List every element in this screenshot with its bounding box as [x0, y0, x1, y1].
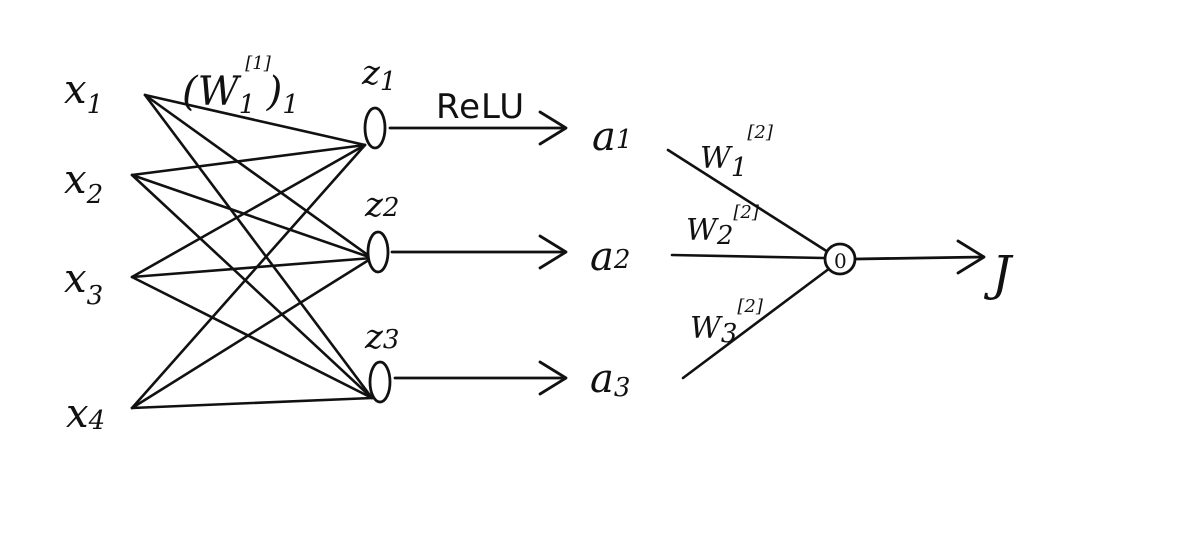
edge-x3-z2	[130, 256, 374, 279]
activation-label-a2: a2	[590, 234, 630, 280]
hidden-node-z2	[366, 230, 390, 274]
weight-label-w2-layer2: W2[2]	[686, 202, 760, 251]
edge-x2-z3	[130, 173, 374, 400]
edge-x3-z1	[130, 143, 367, 279]
edge-x1-z2	[143, 93, 374, 260]
input-labels: x1 x2 x3 x4	[64, 67, 105, 437]
output-node-label: 0	[834, 249, 847, 273]
weight-label-w3-layer2: W3[2]	[690, 296, 764, 349]
edge-x2-z2	[130, 173, 374, 260]
output-label-j: J	[983, 246, 1014, 302]
activation-labels: a1 a2 a3	[590, 114, 632, 403]
weight-label-w1-layer1: (W1[1])1	[182, 53, 299, 120]
weight-label-w1-layer2: W1[2]	[700, 122, 774, 183]
activation-arrows	[388, 110, 568, 396]
output-node: 0	[823, 242, 857, 276]
activation-label-a3: a3	[590, 356, 630, 403]
arrow-z2-a2	[390, 234, 568, 270]
edge-a2-output	[670, 253, 826, 260]
edge-x4-z3	[130, 396, 374, 410]
hidden-node-z3	[368, 360, 392, 404]
edge-x4-z2	[130, 256, 374, 410]
input-label-x2: x2	[64, 157, 103, 210]
input-label-x1: x1	[64, 67, 103, 120]
edge-x1-z1	[143, 93, 367, 147]
arrow-z1-a1	[388, 110, 568, 146]
activation-label-a1: a1	[592, 114, 632, 160]
edge-x3-z3	[130, 275, 374, 400]
arrow-output-j	[854, 239, 986, 275]
edge-a1-output	[666, 148, 830, 254]
hidden-label-z3: z3	[364, 317, 399, 357]
input-label-x3: x3	[64, 256, 103, 311]
hidden-node-z1	[363, 106, 387, 150]
input-label-x4: x4	[66, 391, 105, 437]
hidden-label-z1: z1	[361, 53, 396, 97]
output-weight-labels: W1[2] W2[2] W3[2]	[686, 122, 774, 349]
edge-a3-output	[681, 266, 832, 380]
input-hidden-connections	[130, 93, 374, 410]
hidden-labels: z1 z2 z3	[361, 53, 399, 357]
activation-function-label: ReLU	[436, 87, 525, 127]
output-connections	[666, 148, 832, 380]
arrow-z3-a3	[393, 360, 568, 396]
edge-x4-z1	[130, 143, 367, 410]
edge-x2-z1	[130, 143, 367, 177]
hidden-label-z2: z2	[364, 185, 399, 225]
edge-x1-z3	[143, 93, 374, 400]
hidden-nodes	[363, 106, 392, 404]
